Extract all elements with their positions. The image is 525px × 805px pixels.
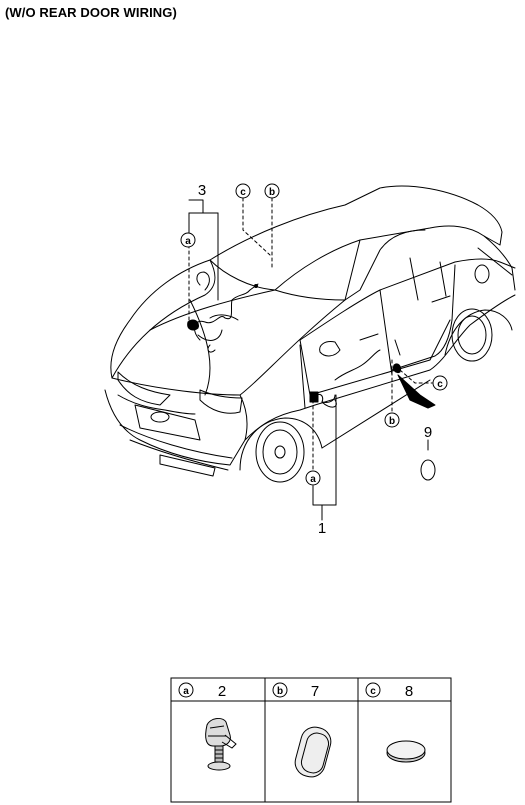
legend-letter-b: b xyxy=(277,686,283,697)
legend-part-8: 8 xyxy=(405,683,413,700)
callouts: 3 a c b a 1 b c 9 xyxy=(180,182,448,537)
parts-legend-table: a 2 b 7 c 8 xyxy=(170,677,452,803)
part-3-label: 3 xyxy=(198,182,206,199)
legend-part-7: 7 xyxy=(311,683,319,700)
part-9-label: 9 xyxy=(424,424,432,441)
part-1-label: 1 xyxy=(318,520,326,537)
callout-a-bottom: a xyxy=(310,474,316,485)
callout-c-right: c xyxy=(437,379,443,390)
legend-part-2: 2 xyxy=(218,683,226,700)
diagram-title: (W/O REAR DOOR WIRING) xyxy=(5,5,177,20)
grommet-connector-icon xyxy=(205,717,237,771)
part-9-oval xyxy=(420,459,436,481)
legend-letter-c: c xyxy=(370,686,376,697)
callout-a-top: a xyxy=(185,236,191,247)
car-illustration xyxy=(104,185,516,483)
oval-grommet-icon xyxy=(294,726,332,778)
legend-letter-a: a xyxy=(183,686,189,697)
callout-b-top: b xyxy=(269,187,275,198)
harness-wedge xyxy=(397,374,436,409)
round-plug-icon xyxy=(386,740,426,763)
callout-c-top: c xyxy=(240,187,246,198)
door-wiring xyxy=(311,339,401,408)
callout-b-right: b xyxy=(389,416,395,427)
